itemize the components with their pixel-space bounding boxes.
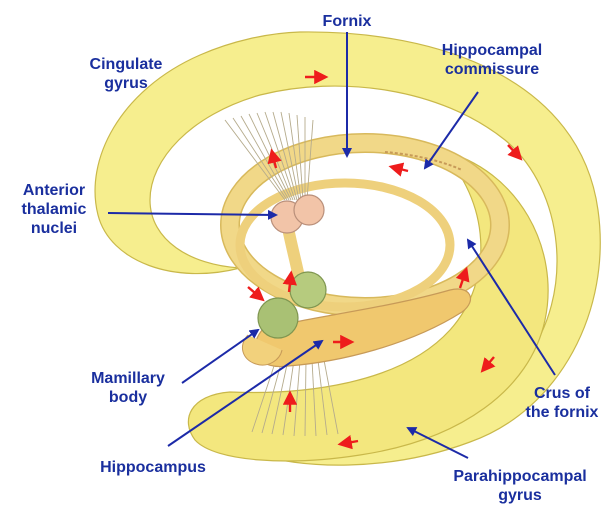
label-line: Cingulate bbox=[76, 55, 176, 74]
label-line: thalamic bbox=[2, 200, 106, 219]
mammillothalamic-tract bbox=[288, 228, 300, 282]
label-line: Mamillary bbox=[78, 369, 178, 388]
label-line: Hippocampal bbox=[432, 41, 552, 60]
label-line: Crus of bbox=[516, 384, 608, 403]
label-mamillary-body: Mamillary body bbox=[78, 369, 178, 407]
label-fornix-text: Fornix bbox=[317, 12, 377, 31]
fornix-inner-band bbox=[240, 183, 450, 307]
anterior-thalamic-nucleus-right bbox=[294, 195, 324, 225]
label-anterior-thalamic-nuclei: Anterior thalamic nuclei bbox=[2, 181, 106, 238]
label-line: gyrus bbox=[448, 486, 592, 505]
label-line: body bbox=[78, 388, 178, 407]
label-cingulate-gyrus: Cingulate gyrus bbox=[76, 55, 176, 93]
label-line: gyrus bbox=[76, 74, 176, 93]
label-line: Parahippocampal bbox=[448, 467, 592, 486]
flow-arrow bbox=[392, 167, 408, 171]
flow-arrow bbox=[248, 287, 262, 299]
label-parahippocampal-gyrus: Parahippocampal gyrus bbox=[448, 467, 592, 505]
label-line: nuclei bbox=[2, 219, 106, 238]
label-line: the fornix bbox=[516, 403, 608, 422]
label-fornix: Fornix bbox=[317, 12, 377, 31]
mamillary-body-lower bbox=[258, 298, 298, 338]
label-hippocampus-text: Hippocampus bbox=[88, 458, 218, 477]
label-line: commissure bbox=[432, 60, 552, 79]
label-hippocampus: Hippocampus bbox=[88, 458, 218, 477]
label-hippocampal-commissure: Hippocampal commissure bbox=[432, 41, 552, 79]
label-crus-of-fornix: Crus of the fornix bbox=[516, 384, 608, 422]
mamillary-body-upper bbox=[290, 272, 326, 308]
label-line: Anterior bbox=[2, 181, 106, 200]
